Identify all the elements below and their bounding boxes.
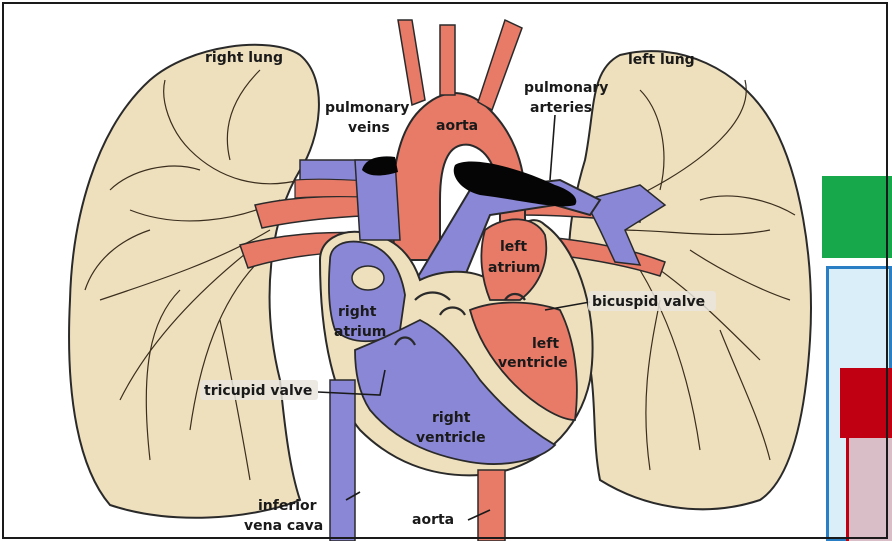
label-right-lung: right lung [205, 50, 283, 66]
label-pulmonary-veins-1: pulmonary [325, 100, 409, 116]
right-lung-shape [69, 45, 319, 518]
side-panel-green [822, 176, 892, 258]
label-left-ventricle-2: ventricle [498, 355, 568, 371]
label-right-ventricle-2: ventricle [416, 430, 486, 446]
label-bicuspid-valve: bicuspid valve [592, 294, 705, 310]
label-pulmonary-arteries-2: arteries [530, 100, 592, 116]
label-right-atrium-2: atrium [334, 324, 386, 340]
label-aorta-bottom: aorta [412, 512, 454, 528]
label-tricuspid-valve: tricupid valve [204, 383, 312, 399]
side-panel-pink [846, 438, 892, 541]
left-lung-shape [569, 51, 811, 509]
right-atrium-opening [352, 266, 384, 290]
label-pulmonary-veins-2: veins [348, 120, 390, 136]
label-inferior-vena-cava-1: inferior [258, 498, 317, 514]
label-left-lung: left lung [628, 52, 695, 68]
label-right-atrium-1: right [338, 304, 377, 320]
descending-aorta-shape [478, 470, 505, 541]
label-right-ventricle-1: right [432, 410, 471, 426]
label-left-ventricle-1: left [532, 336, 559, 352]
label-aorta-top: aorta [436, 118, 478, 134]
label-pulmonary-arteries-1: pulmonary [524, 80, 608, 96]
side-panel-red [840, 368, 892, 438]
label-left-atrium-1: left [500, 239, 527, 255]
label-inferior-vena-cava-2: vena cava [244, 518, 323, 534]
label-left-atrium-2: atrium [488, 260, 540, 276]
inferior-vena-cava-shape [330, 380, 355, 541]
